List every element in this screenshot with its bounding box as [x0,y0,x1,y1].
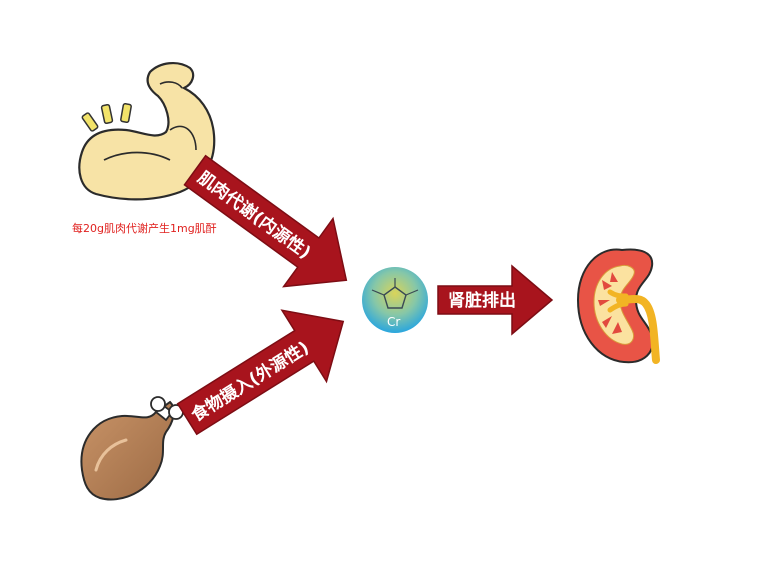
arrow-food-label: 食物摄入(外源性) [188,337,313,426]
arrow-kidney-excretion: 肾脏排出 [437,264,554,336]
molecule-label: Cr [387,315,400,329]
creatinine-molecule-icon: Cr [362,267,428,333]
arrow-food-intake: 食物摄入(外源性) [176,309,345,436]
chicken-drumstick-icon [80,396,184,501]
muscle-caption: 每20g肌肉代谢产生1mg肌酐 [72,221,217,235]
kidney-icon [576,248,660,364]
arrow-muscle-label: 肌肉代谢(内源性) [194,167,315,263]
flexed-arm-icon [78,62,216,201]
arrow-kidney-label: 肾脏排出 [448,290,516,311]
